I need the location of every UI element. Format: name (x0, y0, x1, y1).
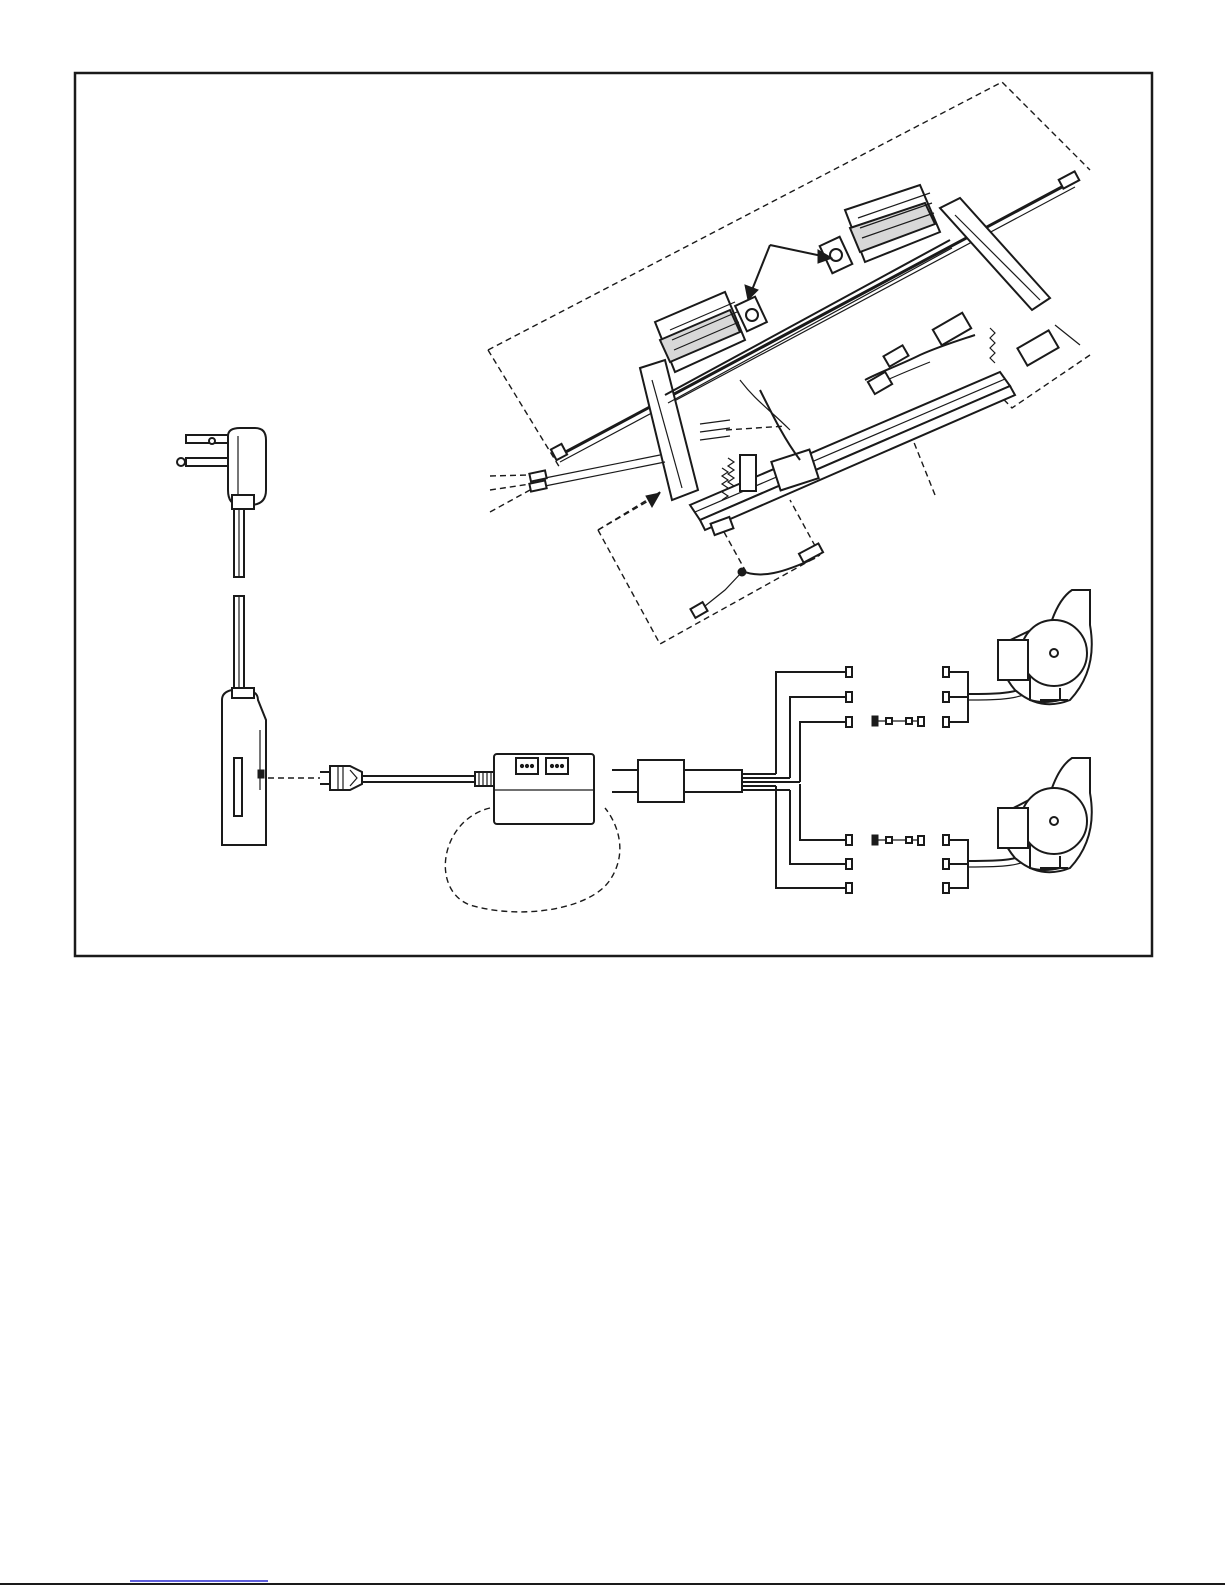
fireplace-assembly (488, 82, 1090, 644)
inline-jumper-lower (872, 835, 924, 845)
blower-upper (943, 590, 1092, 727)
control-box (494, 754, 594, 824)
receiver-module (222, 688, 266, 845)
inline-jumper-upper (872, 716, 924, 726)
blower-lower (943, 758, 1092, 893)
cord-plug (320, 766, 495, 790)
right-blower-housing (820, 185, 940, 273)
wall-plug-adapter (177, 428, 266, 696)
splitter-harness (612, 667, 924, 893)
